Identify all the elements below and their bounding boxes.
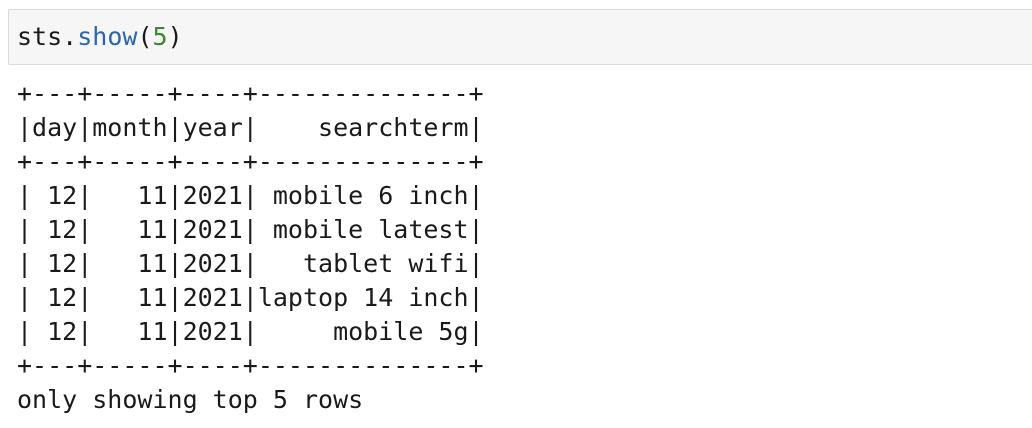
code-dot: .	[62, 22, 78, 51]
code-object: sts	[17, 22, 63, 51]
table-border-top: +---+-----+----+--------------+	[17, 79, 484, 108]
table-border-bottom: +---+-----+----+--------------+	[17, 351, 484, 380]
code-close-paren: )	[167, 22, 183, 51]
code-open-paren: (	[137, 22, 153, 51]
table-row: | 12| 11|2021| mobile 6 inch|	[17, 181, 484, 210]
code-line: sts.show(5)	[17, 21, 183, 53]
table-row: | 12| 11|2021| mobile latest|	[17, 215, 484, 244]
table-row: | 12| 11|2021| mobile 5g|	[17, 317, 484, 346]
code-method: show	[77, 22, 138, 51]
cell-output: +---+-----+----+--------------+ |day|mon…	[17, 77, 1017, 417]
table-header-row: |day|month|year| searchterm|	[17, 113, 484, 142]
code-argument: 5	[152, 22, 168, 51]
output-footer-text: only showing top 5 rows	[17, 385, 364, 414]
table-row: | 12| 11|2021|laptop 14 inch|	[17, 283, 484, 312]
code-input-cell[interactable]: sts.show(5)	[8, 9, 1032, 65]
table-border-header: +---+-----+----+--------------+	[17, 147, 484, 176]
table-row: | 12| 11|2021| tablet wifi|	[17, 249, 484, 278]
